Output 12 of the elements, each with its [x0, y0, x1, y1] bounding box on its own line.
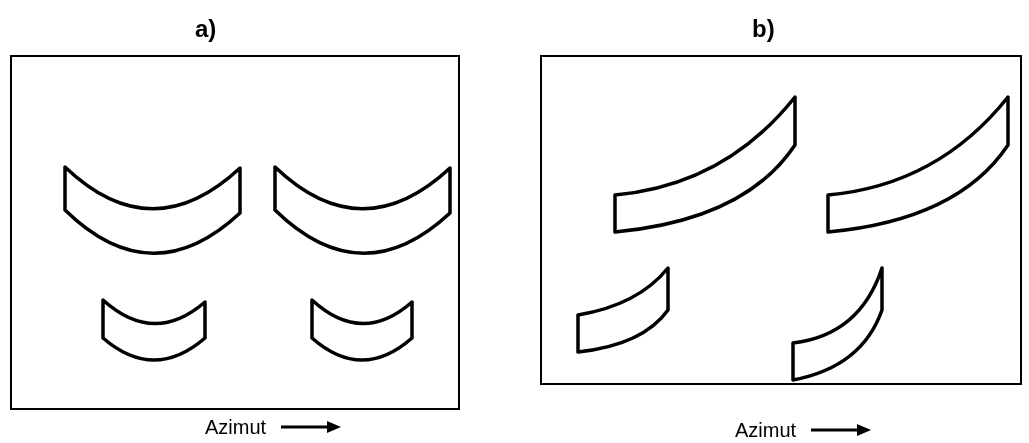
curved-band-shape	[310, 298, 414, 362]
curved-band-shape	[576, 266, 670, 354]
panel-heading: a)	[195, 15, 217, 43]
curved-band-shape	[613, 95, 797, 234]
curved-band-shape	[63, 165, 242, 255]
axis-label: Azimut	[735, 419, 797, 441]
curved-band-shape	[826, 95, 1010, 234]
panel-heading: b)	[752, 15, 775, 43]
curved-band-shape	[273, 165, 452, 255]
axis-label: Azimut	[205, 416, 267, 438]
curved-band-shape	[101, 298, 207, 362]
curved-band-shape	[791, 266, 884, 382]
